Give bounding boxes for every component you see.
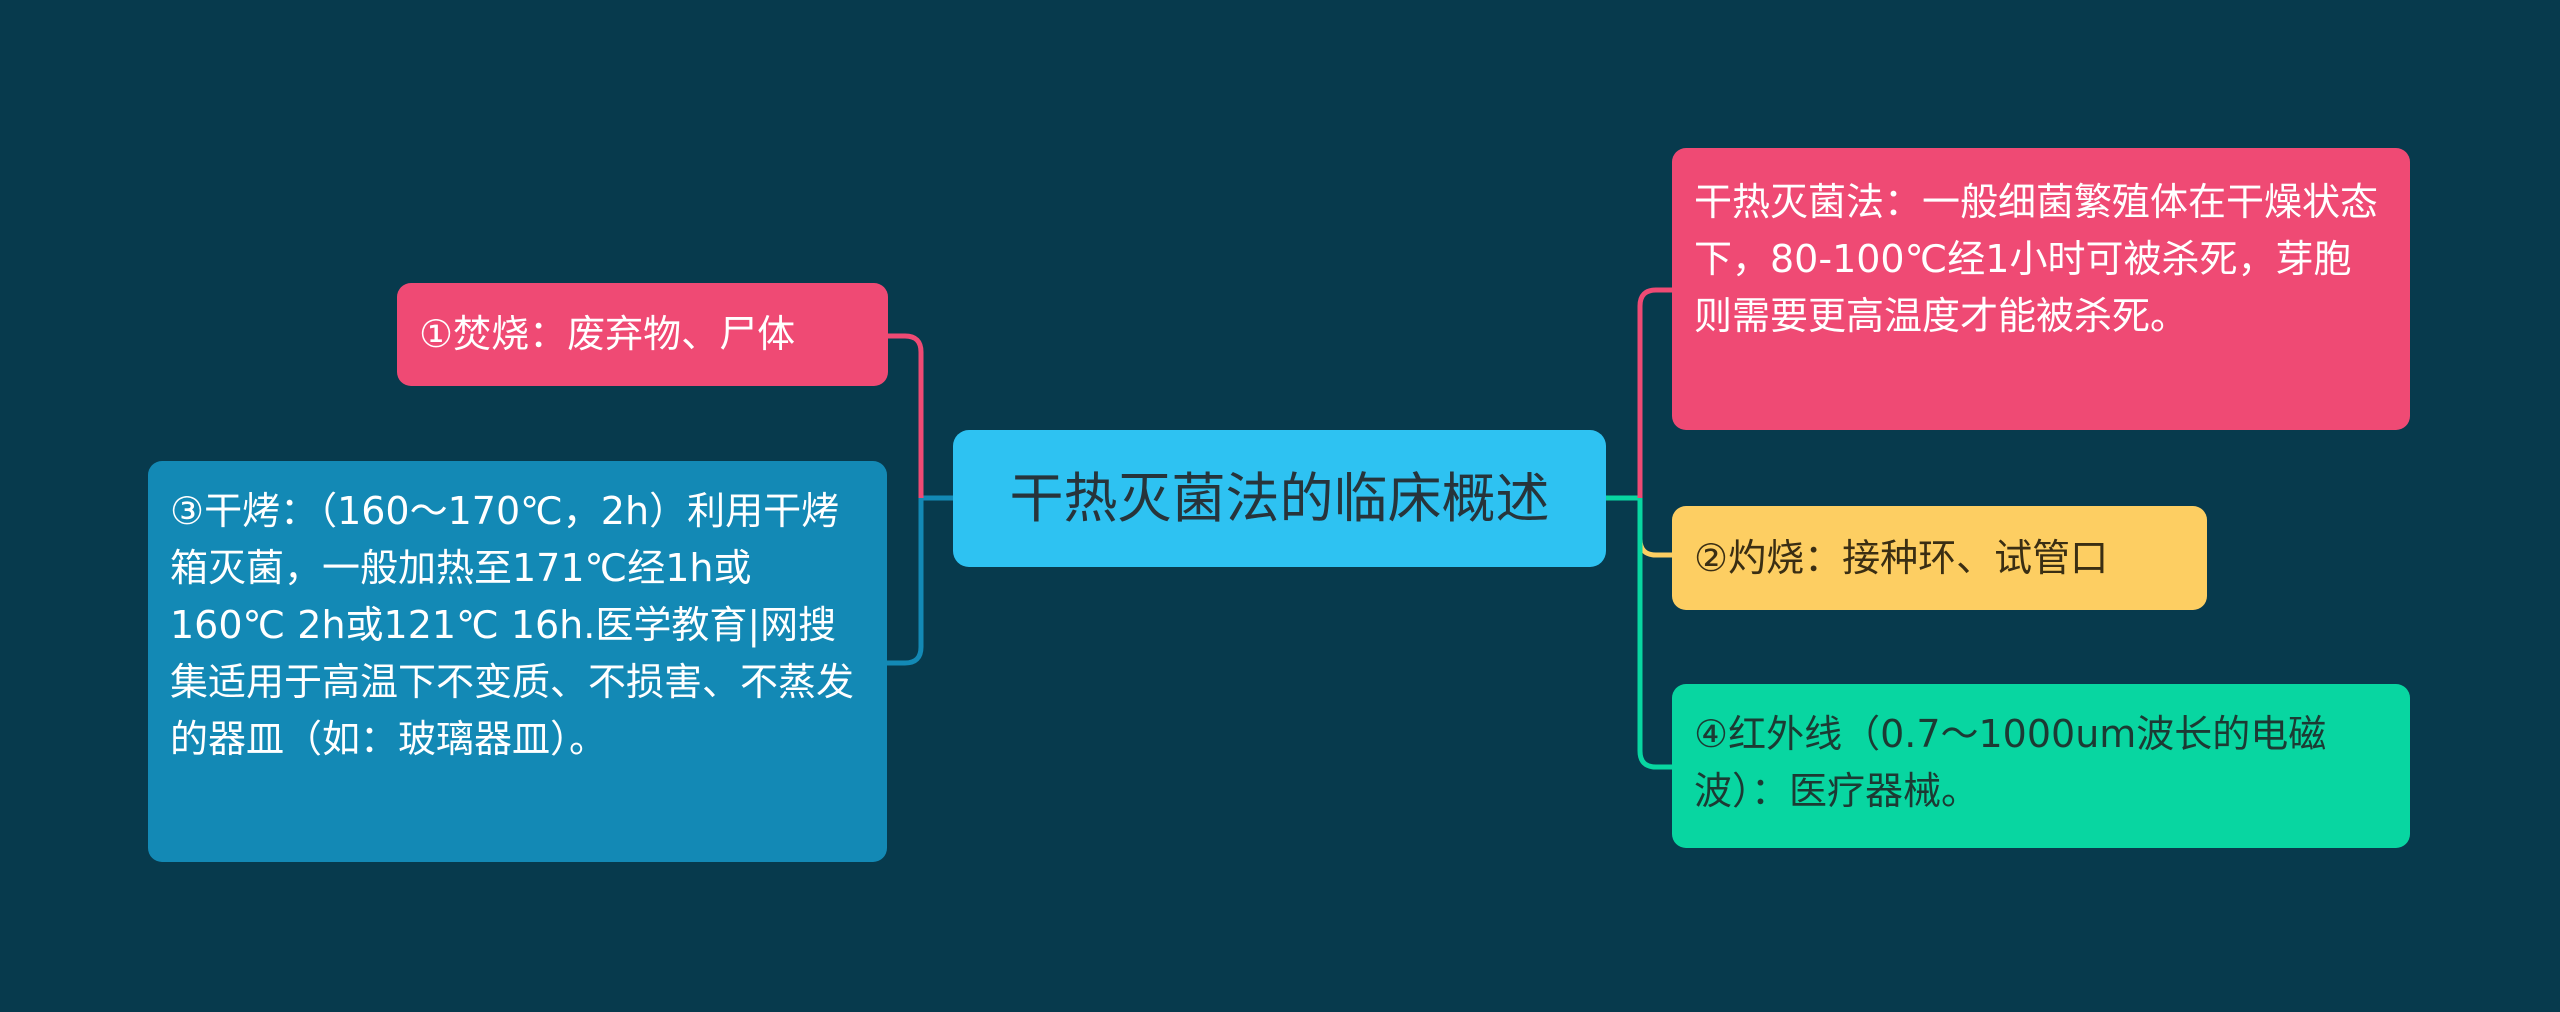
topic-incineration[interactable]: ①焚烧：废弃物、尸体 bbox=[397, 283, 888, 386]
topic-label: ②灼烧：接种环、试管口 bbox=[1694, 535, 2109, 580]
topic-infrared[interactable]: ④红外线（0.7～1000um波长的电磁波）：医疗器械。 bbox=[1672, 684, 2410, 848]
central-topic[interactable]: 干热灭菌法的临床概述 bbox=[953, 430, 1606, 567]
topic-burning[interactable]: ②灼烧：接种环、试管口 bbox=[1672, 506, 2207, 610]
topic-label: 干热灭菌法：一般细菌繁殖体在干燥状态下，80-100℃经1小时可被杀死，芽胞则需… bbox=[1694, 180, 2379, 338]
topic-label: ①焚烧：废弃物、尸体 bbox=[419, 312, 796, 356]
topic-dry-baking[interactable]: ③干烤：（160～170℃，2h）利用干烤箱灭菌，一般加热至171℃经1h或16… bbox=[148, 461, 887, 862]
topic-label: ③干烤：（160～170℃，2h）利用干烤箱灭菌，一般加热至171℃经1h或16… bbox=[170, 489, 855, 761]
central-topic-label: 干热灭菌法的临床概述 bbox=[1009, 467, 1550, 530]
topic-dry-heat-definition[interactable]: 干热灭菌法：一般细菌繁殖体在干燥状态下，80-100℃经1小时可被杀死，芽胞则需… bbox=[1672, 148, 2410, 430]
topic-label: ④红外线（0.7～1000um波长的电磁波）：医疗器械。 bbox=[1694, 712, 2327, 813]
